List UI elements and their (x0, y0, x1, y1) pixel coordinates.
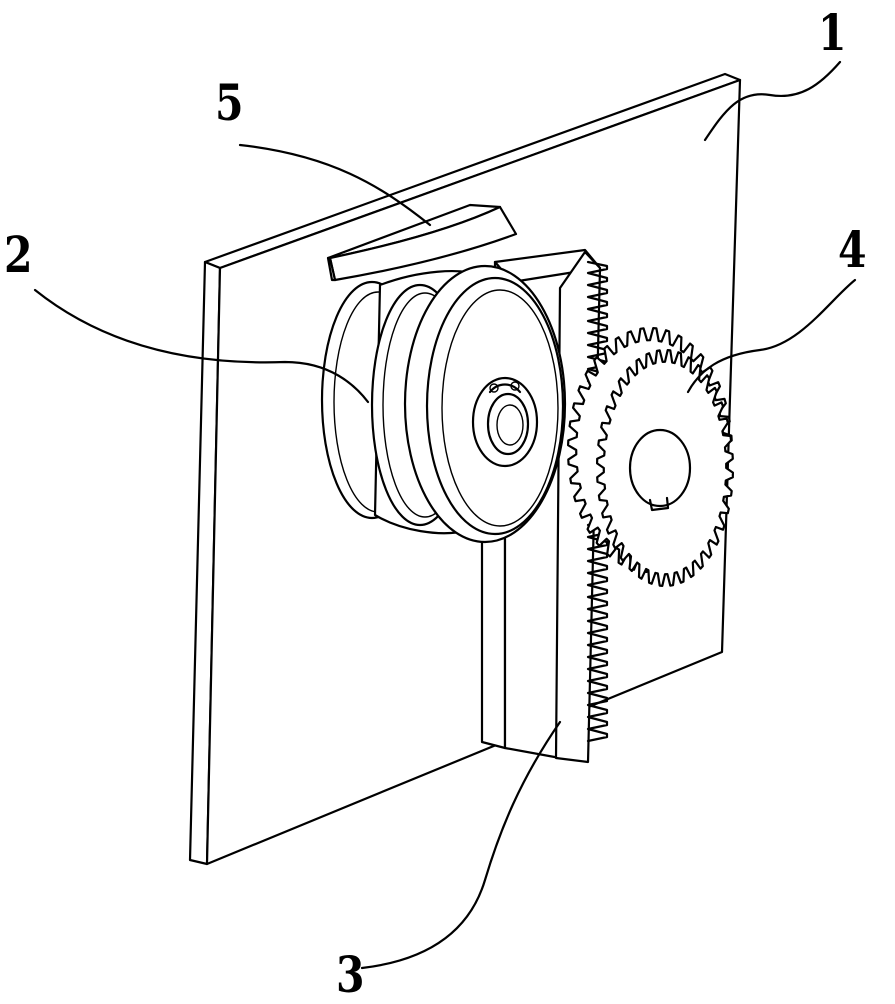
callout-label-2: 2 (4, 230, 33, 280)
callout-label-5: 5 (215, 78, 244, 128)
callout-label-1: 1 (818, 8, 847, 58)
callout-label-3: 3 (336, 950, 365, 1000)
wheel (322, 266, 565, 542)
callout-label-4: 4 (838, 225, 867, 275)
